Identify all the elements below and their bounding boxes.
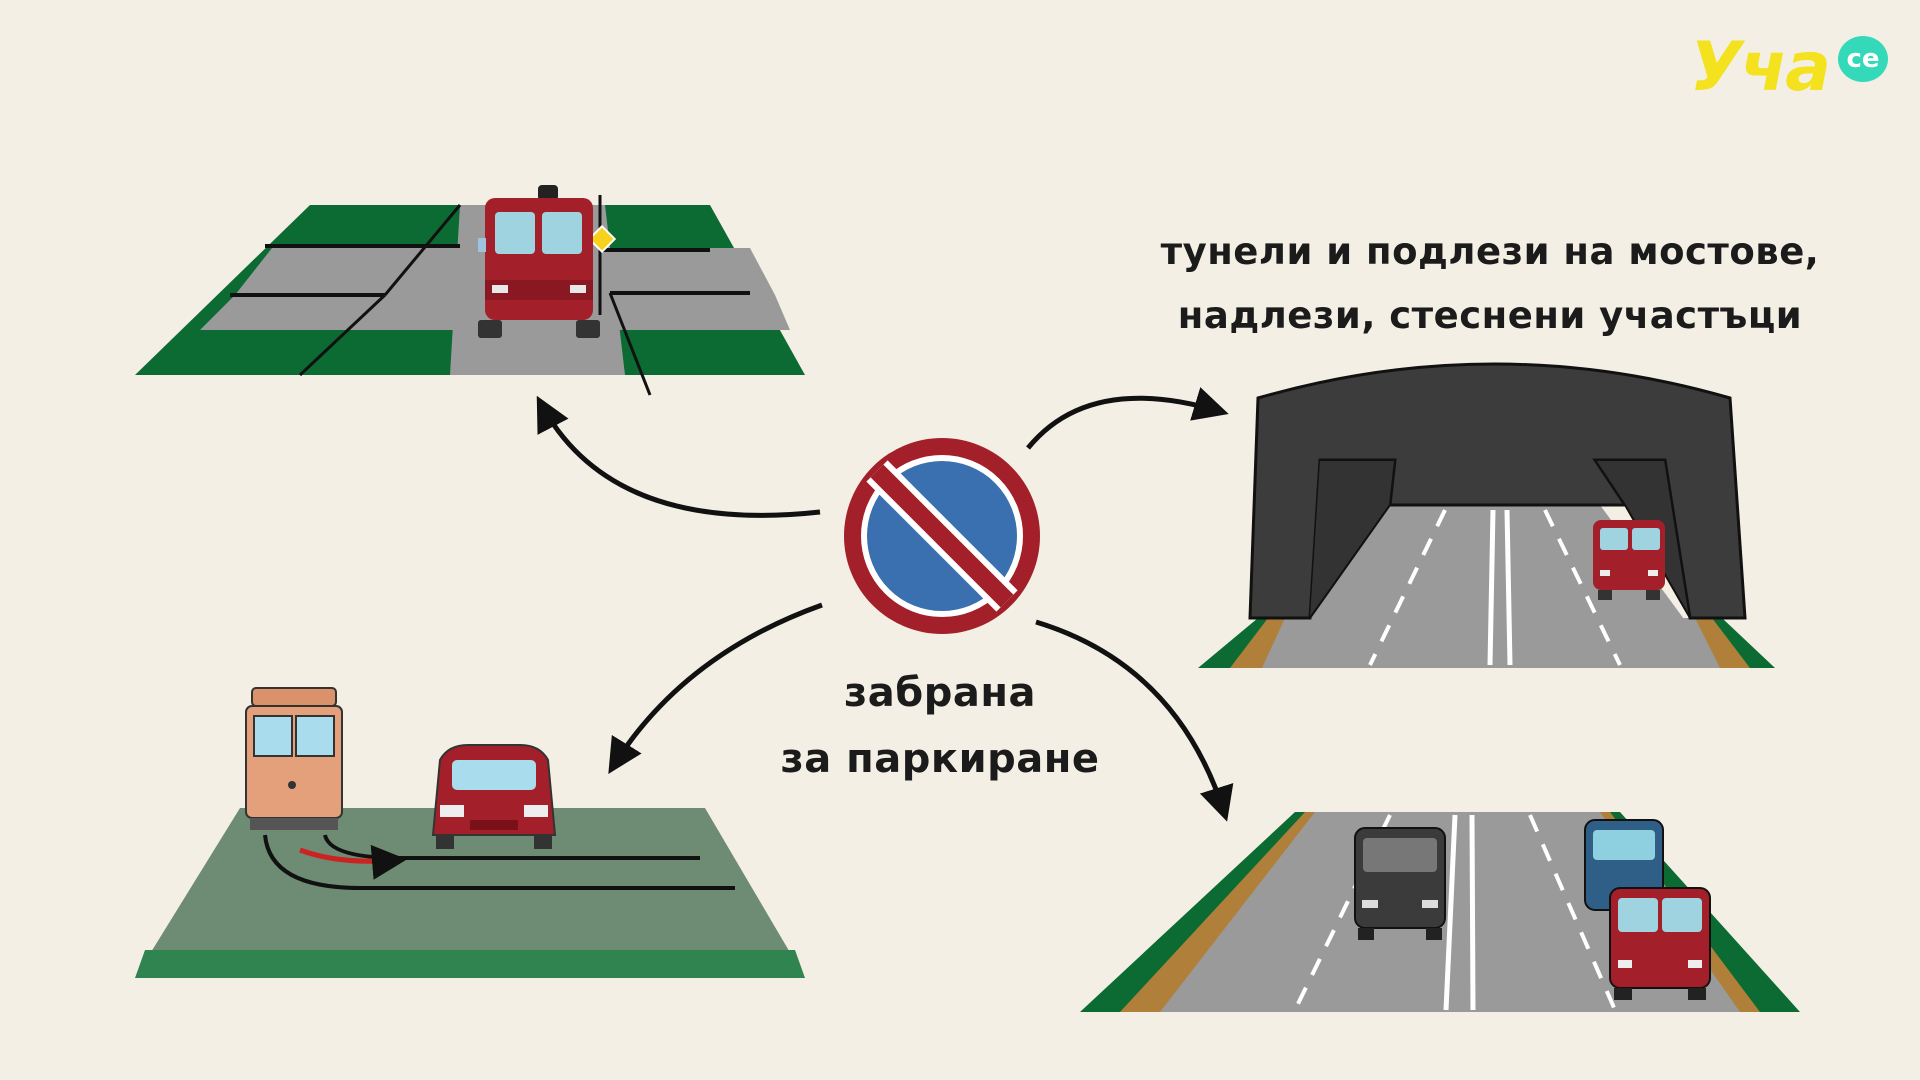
red-van-icon xyxy=(1593,520,1665,600)
tunnels-caption-line1: тунели и подлези на мостове, xyxy=(1160,230,1820,273)
arrow-to-narrow-road xyxy=(1035,619,1234,822)
sign-caption: забрана за паркиране xyxy=(760,660,1120,792)
tram-scene xyxy=(135,687,805,978)
arrow-to-tram xyxy=(608,602,823,774)
red-car-icon xyxy=(431,744,557,849)
logo-bubble: се xyxy=(1838,36,1888,82)
tunnel-scene xyxy=(1198,362,1775,668)
sign-caption-line2: за паркиране xyxy=(780,736,1100,782)
arrows xyxy=(536,387,1234,822)
red-van-icon xyxy=(1609,887,1711,1000)
brand-logo: Уча се xyxy=(1690,28,1900,108)
logo-word: Уча xyxy=(1690,28,1831,107)
red-van-icon xyxy=(478,185,600,338)
no-parking-sign-icon xyxy=(844,438,1040,634)
intersection-scene xyxy=(135,185,805,396)
arrow-to-tunnel xyxy=(1026,387,1229,450)
sign-caption-line1: забрана xyxy=(844,670,1036,716)
arrow-to-intersection xyxy=(536,395,821,518)
narrow-road-scene xyxy=(1080,812,1800,1012)
tunnels-caption: тунели и подлези на мостове, надлези, ст… xyxy=(1150,220,1830,348)
tram-icon xyxy=(245,687,343,830)
tunnels-caption-line2: надлези, стеснени участъци xyxy=(1177,294,1803,337)
dark-car-icon xyxy=(1354,827,1446,940)
